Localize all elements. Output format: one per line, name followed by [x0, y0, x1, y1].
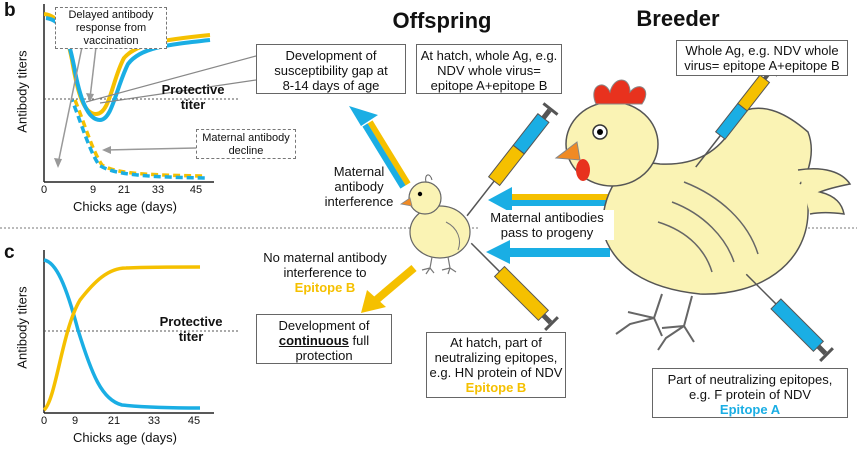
panel-b-x-label: Chicks age (days): [72, 199, 178, 214]
chick: [399, 174, 471, 275]
panel-c-xtick-21: 21: [107, 415, 121, 427]
panel-b-y-label: Antibody titers: [14, 50, 30, 133]
syringe-hatch-part: [470, 242, 559, 331]
panel-b-xtick-33: 33: [151, 184, 165, 196]
arrow-offspring-to-continuous: [361, 264, 417, 313]
panel-b-xtick-45: 45: [189, 184, 203, 196]
syringe-hatch-whole: [466, 102, 559, 217]
panel-c-xtick-33: 33: [147, 415, 161, 427]
connector-gap-bottom: [99, 79, 257, 104]
continuous-word: continuous: [278, 333, 349, 348]
breeder-chicken: [554, 79, 852, 351]
panel-b-arrow-1: [57, 46, 83, 165]
heading-offspring: Offspring: [392, 8, 492, 33]
panel-c-xtick-45: 45: [187, 415, 201, 427]
panel-b-letter: b: [4, 0, 16, 21]
panel-b-arrowhead-3: [102, 146, 111, 154]
no-interference-epitope-b: Epitope B: [294, 280, 356, 295]
connector-gap-top: [85, 55, 257, 103]
box-continuous-protection: Development of continuous full protectio…: [256, 314, 392, 364]
panel-c-yellow-curve: [42, 265, 201, 412]
panel-c-blue-curve: [43, 258, 201, 410]
heading-breeder: Breeder: [636, 6, 720, 31]
panel-b-blue-curve: [45, 16, 211, 123]
arrow-offspring-to-gap: [349, 106, 411, 189]
arrow-breeder-to-chick-upper: [488, 187, 610, 213]
panel-c-xtick-0: 0: [40, 415, 48, 427]
arrow-breeder-to-chick-lower: [486, 240, 610, 264]
syringe-breeder-part: [745, 273, 834, 362]
panel-b-blue-decline: [70, 99, 206, 180]
panel-c-xtick-9: 9: [71, 415, 79, 427]
panel-b-arrow-3: [105, 147, 197, 151]
panel-b-arrowhead-2: [86, 93, 94, 102]
panel-b-arrowhead-1: [54, 158, 62, 168]
panel-b-xtick-9: 9: [89, 184, 97, 196]
panel-c-x-label: Chicks age (days): [72, 430, 178, 445]
epitope-b-label: Epitope B: [465, 380, 527, 395]
panel-b-xtick-0: 0: [40, 184, 48, 196]
panel-b-xtick-21: 21: [117, 184, 131, 196]
box-hatch-whole-ag: At hatch, whole Ag, e.g.NDV whole virus=…: [416, 44, 562, 94]
panel-c-y-label: Antibody titers: [14, 286, 30, 369]
panel-c-chart: [42, 250, 240, 414]
epitope-a-label: Epitope A: [719, 402, 781, 417]
panel-b-arrow-2: [89, 46, 97, 99]
panel-c-letter: c: [4, 242, 15, 263]
box-breeder-part-epitopes: Part of neutralizing epitopes,e.g. F pro…: [652, 368, 848, 418]
